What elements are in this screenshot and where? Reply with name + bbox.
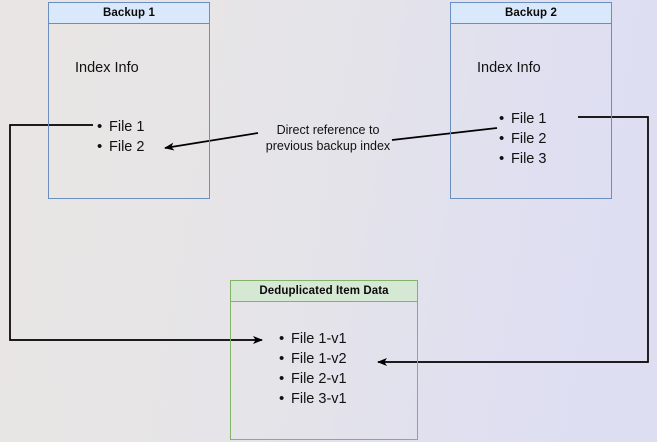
connector-label-line-1: Direct reference to bbox=[276, 123, 380, 137]
backup-2-file-list: File 1 File 2 File 3 bbox=[495, 109, 547, 169]
list-item: File 2-v1 bbox=[279, 369, 347, 389]
connector-label-line-2: previous backup index bbox=[265, 139, 391, 153]
box-backup-1-header: Backup 1 bbox=[48, 2, 210, 24]
box-deduplicated-item-data-body: File 1-v1 File 1-v2 File 2-v1 File 3-v1 bbox=[230, 302, 418, 440]
box-backup-1-body: Index Info File 1 File 2 bbox=[48, 24, 210, 199]
backup-1-index-info-label: Index Info bbox=[75, 60, 139, 76]
dedup-file-list: File 1-v1 File 1-v2 File 2-v1 File 3-v1 bbox=[275, 329, 347, 409]
list-item: File 3-v1 bbox=[279, 389, 347, 409]
box-backup-2-body: Index Info File 1 File 2 File 3 bbox=[450, 24, 612, 199]
box-backup-1: Backup 1 Index Info File 1 File 2 bbox=[48, 2, 210, 199]
box-deduplicated-item-data: Deduplicated Item Data File 1-v1 File 1-… bbox=[230, 280, 418, 440]
box-backup-2: Backup 2 Index Info File 1 File 2 File 3 bbox=[450, 2, 612, 199]
list-item: File 1 bbox=[97, 117, 145, 137]
list-item: File 2 bbox=[97, 137, 145, 157]
list-item: File 1 bbox=[499, 109, 547, 129]
list-item: File 3 bbox=[499, 149, 547, 169]
list-item: File 2 bbox=[499, 129, 547, 149]
list-item: File 1-v2 bbox=[279, 349, 347, 369]
backup-1-file-list: File 1 File 2 bbox=[93, 117, 145, 157]
connector-label: Direct reference to previous backup inde… bbox=[248, 122, 408, 154]
list-item: File 1-v1 bbox=[279, 329, 347, 349]
backup-2-index-info-label: Index Info bbox=[477, 60, 541, 76]
box-backup-2-header: Backup 2 bbox=[450, 2, 612, 24]
box-deduplicated-item-data-header: Deduplicated Item Data bbox=[230, 280, 418, 302]
